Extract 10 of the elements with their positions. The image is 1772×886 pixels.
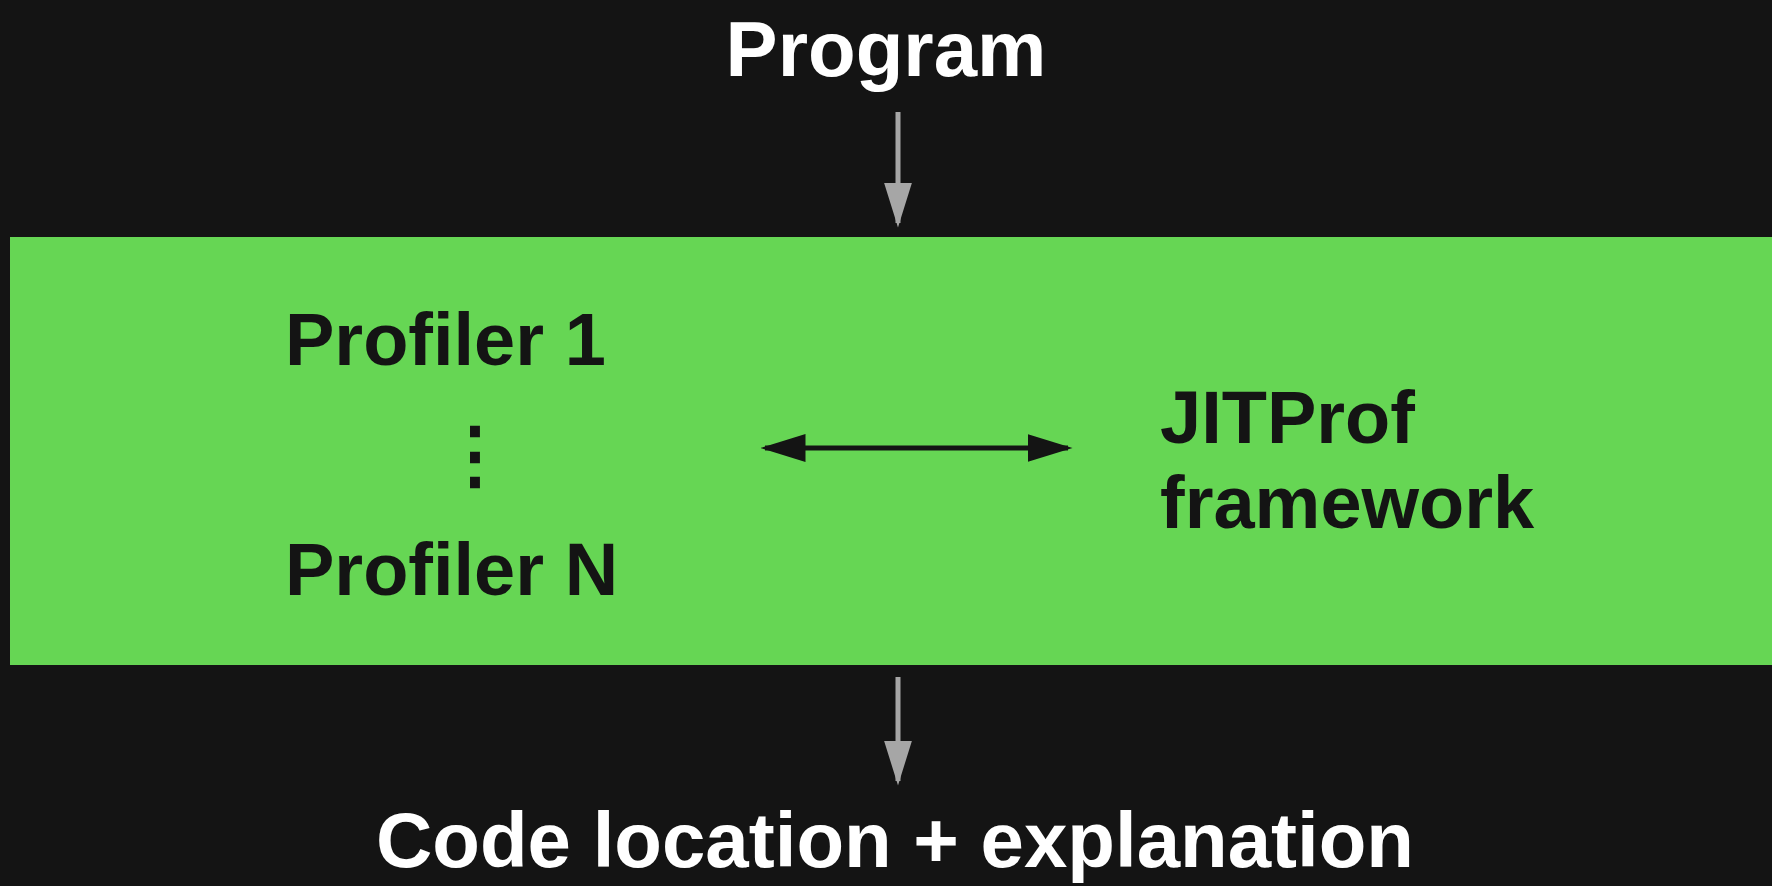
node-label: Profiler N (285, 527, 619, 613)
panel-band (10, 237, 1772, 665)
arrow (761, 434, 1072, 462)
arrow (884, 112, 912, 227)
arrow (884, 677, 912, 785)
node-label: Code location + explanation (376, 795, 1414, 886)
ellipsis-mark: ⋮ (438, 411, 512, 498)
node-label: JITProf framework (1160, 374, 1536, 546)
node-label: Program (725, 5, 1047, 95)
node-label: Profiler 1 (285, 296, 606, 382)
